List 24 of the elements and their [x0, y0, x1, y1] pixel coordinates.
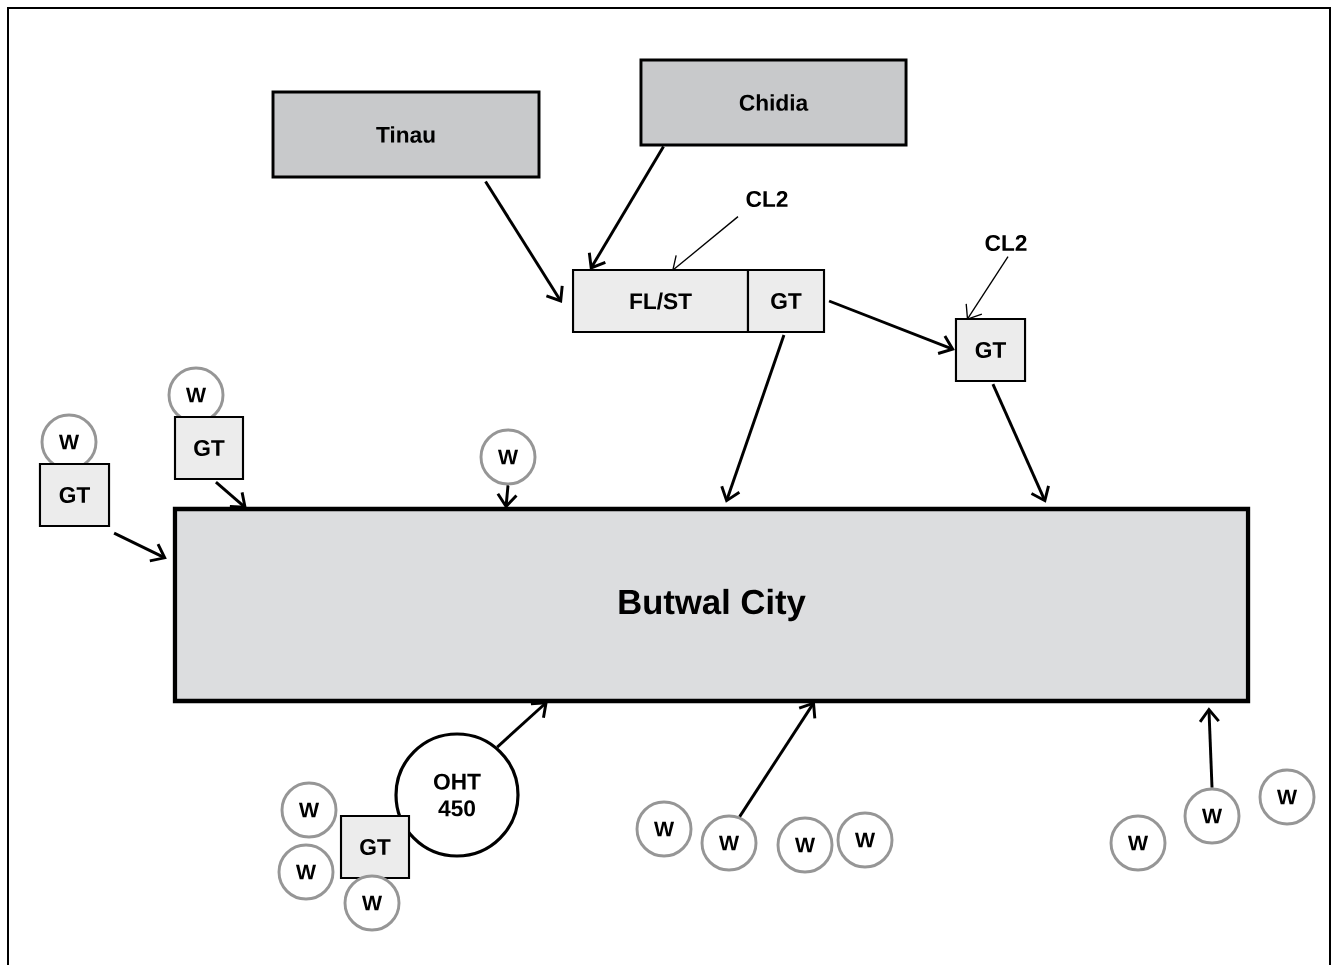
- arrow: [738, 701, 817, 818]
- city-box: Butwal City: [172, 506, 1251, 704]
- arrow: [828, 299, 955, 355]
- arrow: [496, 701, 548, 749]
- source-box: Chidia: [639, 58, 908, 147]
- source-box: Tinau: [271, 90, 541, 179]
- arrow: [587, 145, 665, 270]
- arrow: [1198, 707, 1220, 788]
- leader-arrow: [965, 255, 1009, 320]
- tank-box: GT: [38, 462, 111, 528]
- arrow: [720, 334, 786, 503]
- arrow: [496, 485, 518, 509]
- arrow: [991, 383, 1050, 503]
- arrow: [214, 480, 247, 509]
- arrow: [484, 180, 564, 303]
- callout-label: CL2: [985, 234, 1027, 252]
- callout-label: CL2: [746, 190, 788, 208]
- tank-box: GT: [954, 317, 1027, 383]
- arrow: [113, 531, 167, 563]
- node-label: W: [361, 895, 383, 911]
- leader-arrow: [672, 215, 739, 271]
- tank-box: GT: [173, 415, 245, 481]
- tank-box: GT: [746, 268, 826, 334]
- tank-box: GT: [339, 814, 411, 880]
